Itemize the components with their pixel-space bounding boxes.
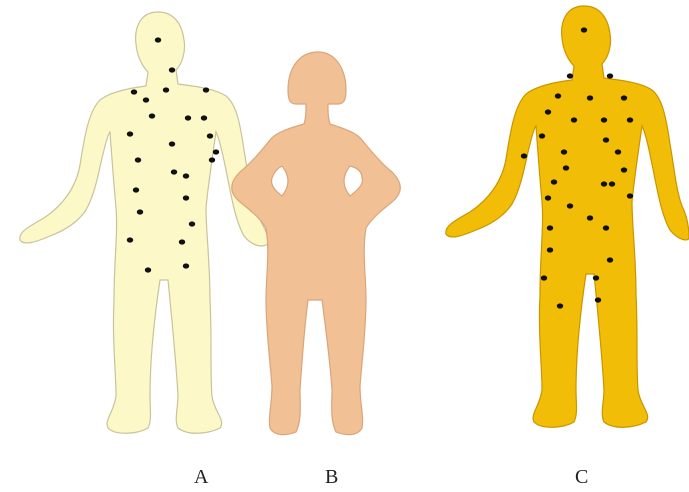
body-dot — [179, 239, 185, 244]
body-dot — [183, 263, 189, 268]
body-dot — [567, 73, 573, 78]
body-dot — [521, 153, 527, 158]
body-dot — [541, 275, 547, 280]
body-dot — [183, 173, 189, 178]
body-dot — [127, 237, 133, 242]
body-dot — [169, 67, 175, 72]
body-dot — [171, 169, 177, 174]
body-dot — [571, 117, 577, 122]
body-dot — [155, 37, 161, 42]
body-dot — [601, 117, 607, 122]
body-dot — [545, 195, 551, 200]
figure-a-silhouette — [20, 12, 269, 433]
body-dot — [163, 87, 169, 92]
body-dot — [209, 157, 215, 162]
body-dot — [607, 73, 613, 78]
body-dot — [547, 225, 553, 230]
body-dot — [203, 87, 209, 92]
body-dot — [621, 167, 627, 172]
body-dot — [145, 267, 151, 272]
body-dot — [201, 115, 207, 120]
body-dot — [593, 275, 599, 280]
figure-c-silhouette — [446, 6, 689, 427]
body-dot — [627, 117, 633, 122]
body-dot — [137, 209, 143, 214]
body-dot — [183, 195, 189, 200]
body-dot — [595, 297, 601, 302]
body-dot — [127, 131, 133, 136]
body-dot — [621, 95, 627, 100]
body-dot — [169, 141, 175, 146]
body-dot — [607, 257, 613, 262]
figure-c-label: C — [575, 466, 588, 489]
figure-a — [20, 12, 269, 433]
body-dot — [213, 149, 219, 154]
body-dot — [587, 95, 593, 100]
body-dot — [131, 89, 137, 94]
body-dot — [563, 165, 569, 170]
body-dot — [133, 187, 139, 192]
body-dot — [545, 109, 551, 114]
body-dot — [555, 93, 561, 98]
body-dot — [567, 203, 573, 208]
body-dot — [609, 181, 615, 186]
body-dot — [143, 97, 149, 102]
body-dot — [149, 113, 155, 118]
body-dot — [627, 193, 633, 198]
body-dot — [601, 181, 607, 186]
body-dot — [539, 133, 545, 138]
body-dot — [587, 215, 593, 220]
body-dot — [557, 303, 563, 308]
body-dot — [603, 225, 609, 230]
body-dot — [581, 27, 587, 32]
body-dot — [135, 157, 141, 162]
body-dot — [603, 137, 609, 142]
body-dot — [189, 221, 195, 226]
figure-a-label: A — [194, 466, 208, 489]
body-dot — [561, 149, 567, 154]
body-dot — [615, 149, 621, 154]
figure-b-label: B — [325, 466, 338, 489]
body-dot — [185, 115, 191, 120]
body-dot — [207, 133, 213, 138]
body-dot — [547, 247, 553, 252]
body-dot — [551, 179, 557, 184]
figure-c — [446, 6, 689, 427]
